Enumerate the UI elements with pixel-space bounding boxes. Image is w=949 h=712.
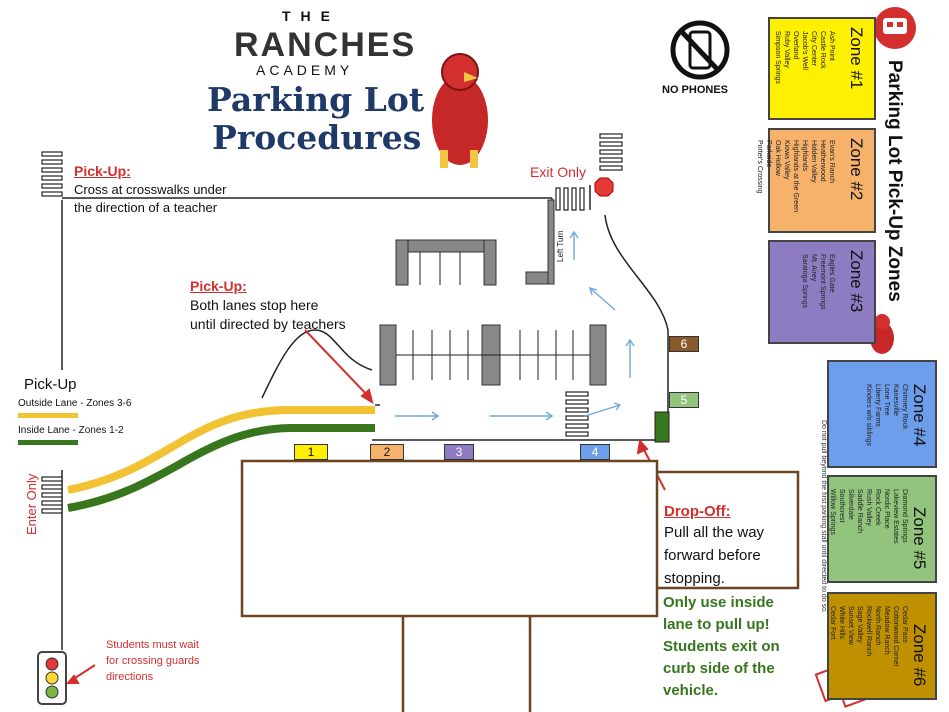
- no-phones-label: NO PHONES: [662, 84, 729, 96]
- legend-title: Pick-Up: [24, 376, 77, 393]
- dropoff-line3: stopping.: [664, 570, 725, 587]
- zone-1-items: Ash Point Castle Rock City Center Jacob'…: [774, 31, 835, 84]
- pickup2-heading: Pick-Up:: [190, 278, 247, 294]
- crosswalk-enter: [41, 476, 63, 514]
- green-note-line5: vehicle.: [663, 682, 719, 699]
- dropoff-heading: Drop-Off:: [664, 503, 731, 520]
- legend-outside-swatch: [18, 413, 78, 418]
- green-note-line4: curb side of the: [663, 660, 775, 677]
- traffic-arrows: [395, 230, 635, 421]
- side-note: Do not pull beyond the first parking sta…: [820, 420, 827, 613]
- dropoff-line2: forward before: [664, 547, 761, 564]
- legend-inside-lane: Inside Lane - Zones 1-2: [18, 425, 124, 436]
- exit-road-curve: [604, 214, 669, 435]
- crosswalk-drop: [565, 391, 589, 437]
- zone-4-card: Zone #4 Chimney Rock Kanesville Lone Tre…: [827, 360, 937, 468]
- inside-lane: [67, 424, 375, 512]
- traffic-light-icon: [37, 651, 67, 705]
- stall-marker-1: 1: [294, 444, 328, 460]
- crosswalk-exit: [599, 133, 623, 171]
- left-turn-label: Left Turn: [556, 230, 565, 262]
- lot-boundary-curve: [261, 329, 380, 406]
- crosswalk-northwest: [41, 151, 63, 197]
- stall-marker-4: 4: [580, 444, 610, 460]
- zone-3-title: Zone #3: [847, 250, 866, 313]
- mascot-small-icon: [870, 314, 894, 354]
- left-turn-lane-marker: [547, 199, 555, 285]
- pickup2-line1: Both lanes stop here: [190, 297, 319, 313]
- parking-island-top: [395, 239, 497, 286]
- exit-only-label: Exit Only: [530, 164, 587, 180]
- pickup1-line2: the direction of a teacher: [74, 200, 218, 215]
- stall-marker-3: 3: [444, 444, 474, 460]
- curb-block: [654, 411, 670, 443]
- legend-outside-lane: Outside Lane - Zones 3-6: [18, 398, 132, 409]
- zone-2-card: Zone #2 Evan's Ranch Heatherwood Hidden …: [756, 128, 876, 233]
- mascot-icon: [432, 53, 488, 168]
- header-the: THE: [282, 8, 340, 24]
- legend-inside-swatch: [18, 440, 78, 445]
- zone-1-title: Zone #1: [847, 27, 866, 90]
- zone-5-title: Zone #5: [910, 507, 929, 570]
- page-title-line1: Parking Lot: [207, 80, 425, 119]
- crosswalk-lot-exit: [555, 187, 585, 211]
- pickup1-line1: Cross at crosswalks under: [74, 182, 227, 197]
- no-phones-icon: [670, 20, 730, 80]
- stall-marker-5: 5: [669, 392, 699, 408]
- students-note-line3: directions: [106, 671, 154, 683]
- outside-lane: [67, 406, 375, 494]
- zone-3-card: Zone #3 Eagles Gate Freemont Springs Mt.…: [768, 240, 876, 344]
- zone-5-card: Zone #5 Diamond Springs Lakeview Estates…: [827, 475, 937, 583]
- green-note-line2: lane to pull up!: [663, 616, 770, 633]
- zone-6-items: Cedar Pass Cottonwood Corner Meadow Ranc…: [829, 606, 908, 667]
- students-note-line1: Students must wait: [106, 639, 199, 651]
- zone-6-card: Zone #6 Cedar Pass Cottonwood Corner Mea…: [827, 592, 937, 700]
- students-note-line2: for crossing guards: [106, 655, 200, 667]
- enter-only-label: Enter Only: [24, 473, 39, 535]
- dropoff-line1: Pull all the way: [664, 524, 765, 541]
- stall-marker-2: 2: [370, 444, 404, 460]
- zone-1-card: Zone #1 Ash Point Castle Rock City Cente…: [768, 17, 876, 120]
- pickup2-line2: until directed by teachers: [190, 316, 346, 332]
- header-academy: ACADEMY: [256, 62, 354, 78]
- zone-6-title: Zone #6: [910, 624, 929, 687]
- parking-island-middle: [379, 324, 607, 386]
- sidebar-title: Parking Lot Pick-Up Zones: [884, 60, 905, 302]
- zone-4-title: Zone #4: [910, 384, 929, 447]
- annotation-arrows: [65, 329, 666, 684]
- pickup1-heading: Pick-Up:: [74, 163, 131, 179]
- green-note-line3: Students exit on: [663, 638, 780, 655]
- school-building: [240, 459, 800, 712]
- zone-2-items: Evan's Ranch Heatherwood Hidden Valley H…: [756, 140, 835, 212]
- stall-marker-6: 6: [669, 336, 699, 352]
- zone-2-title: Zone #2: [847, 138, 866, 201]
- car-icon: [874, 7, 916, 49]
- green-note-line1: Only use inside: [663, 594, 774, 611]
- header-school-name: RANCHES: [234, 26, 417, 64]
- zone-5-items: Diamond Springs Lakeview Estates Nordic …: [829, 489, 908, 544]
- page-title-line2: Procedures: [212, 118, 422, 157]
- zone-4-items: Chimney Rock Kanesville Lone Tree Libert…: [865, 384, 908, 446]
- stop-sign-icon: [594, 177, 614, 197]
- zone-3-items: Eagles Gate Freemont Springs Mt. Airey S…: [801, 254, 835, 310]
